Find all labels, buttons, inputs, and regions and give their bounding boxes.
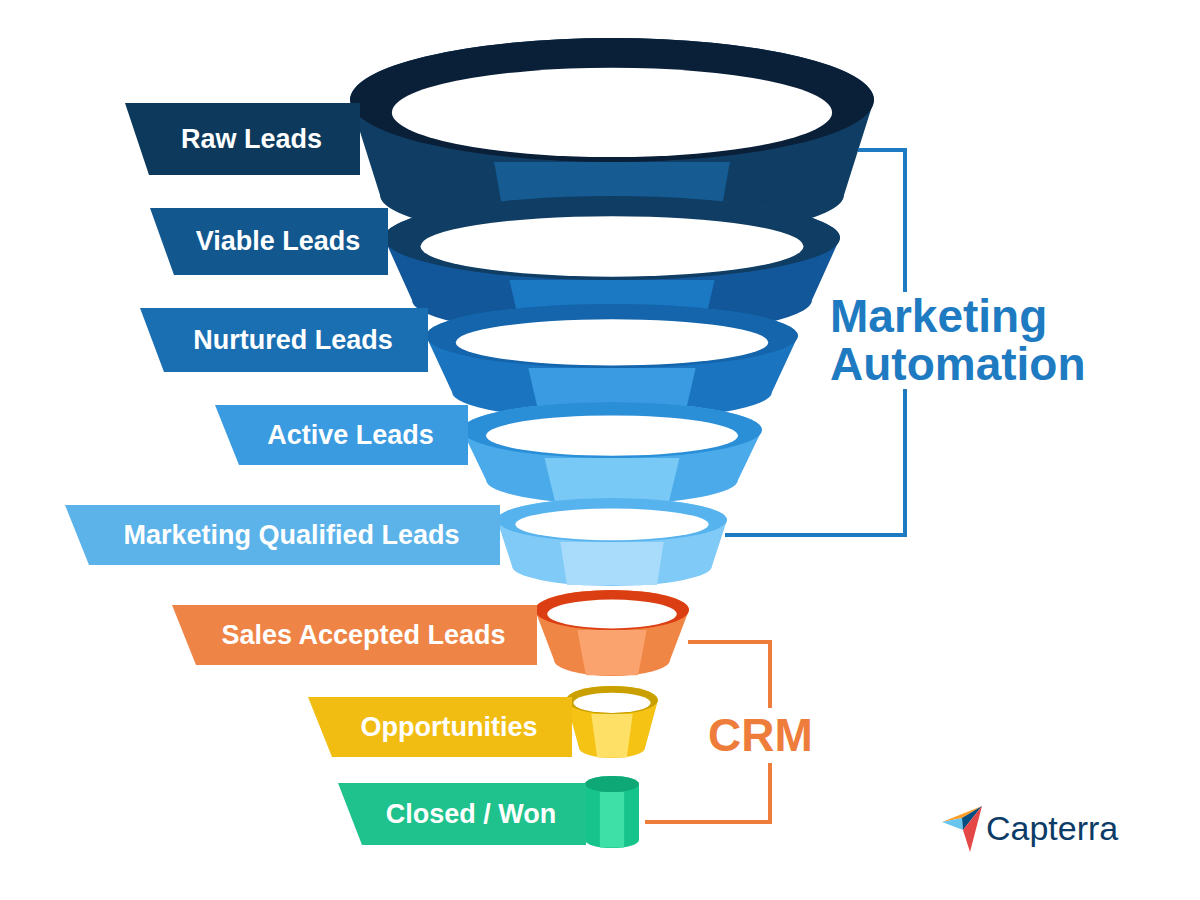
- funnel-opening: [547, 600, 676, 629]
- stage-label: Active Leads: [267, 420, 434, 451]
- section-label: CRM: [708, 708, 813, 763]
- funnel-rim: [350, 38, 874, 162]
- funnel-rim: [566, 686, 658, 714]
- band-fill: [65, 505, 500, 565]
- stage-label: Opportunities: [361, 712, 538, 743]
- funnel-stage-band: Nurtured Leads: [140, 308, 428, 372]
- stage-label: Marketing Qualified Leads: [123, 520, 459, 551]
- funnel-segment: [535, 590, 689, 676]
- brand-name: Capterra: [986, 808, 1118, 849]
- funnel-rim: [535, 590, 689, 630]
- stage-label: Sales Accepted Leads: [221, 620, 505, 651]
- funnel-opening: [573, 693, 650, 713]
- funnel-rim: [462, 402, 762, 458]
- section-label: Marketing Automation: [830, 292, 1160, 389]
- funnel-highlight: [577, 630, 646, 675]
- funnel-segment: [566, 686, 658, 758]
- funnel-rim: [384, 196, 840, 280]
- funnel-stage-band: Viable Leads: [150, 208, 388, 275]
- band-fill: [338, 783, 586, 845]
- funnel-opening: [420, 216, 803, 276]
- funnel-stage-band: Raw Leads: [125, 103, 360, 175]
- funnel-highlight: [600, 792, 624, 848]
- stage-label: Nurtured Leads: [193, 325, 393, 356]
- stage-label: Raw Leads: [181, 124, 322, 155]
- funnel-stage-band: Opportunities: [308, 697, 572, 757]
- funnel-rim: [497, 498, 727, 542]
- funnel-highlight: [560, 542, 664, 585]
- stage-label: Viable Leads: [196, 226, 361, 257]
- funnel-opening: [456, 319, 768, 365]
- funnel-highlight: [545, 458, 680, 503]
- funnel-opening: [486, 415, 738, 455]
- funnel-opening: [515, 509, 708, 541]
- funnel-segment: [585, 776, 639, 848]
- funnel-opening: [392, 68, 832, 157]
- funnel-segment: [462, 402, 762, 504]
- funnel-highlight: [591, 714, 632, 758]
- funnel-stage-band: Closed / Won: [338, 783, 586, 845]
- band-fill: [215, 405, 468, 465]
- funnel-rim: [426, 304, 798, 368]
- band-fill: [308, 697, 572, 757]
- capterra-logo-icon: [942, 806, 982, 852]
- band-fill: [125, 103, 360, 175]
- funnel-segment: [497, 498, 727, 586]
- funnel-stage-band: Marketing Qualified Leads: [65, 505, 500, 565]
- funnel-rim: [585, 776, 639, 792]
- band-fill: [140, 308, 428, 372]
- stage-label: Closed / Won: [386, 799, 557, 830]
- band-fill: [172, 605, 537, 665]
- funnel-stage-band: Sales Accepted Leads: [172, 605, 537, 665]
- funnel-stage-band: Active Leads: [215, 405, 468, 465]
- band-fill: [150, 208, 388, 275]
